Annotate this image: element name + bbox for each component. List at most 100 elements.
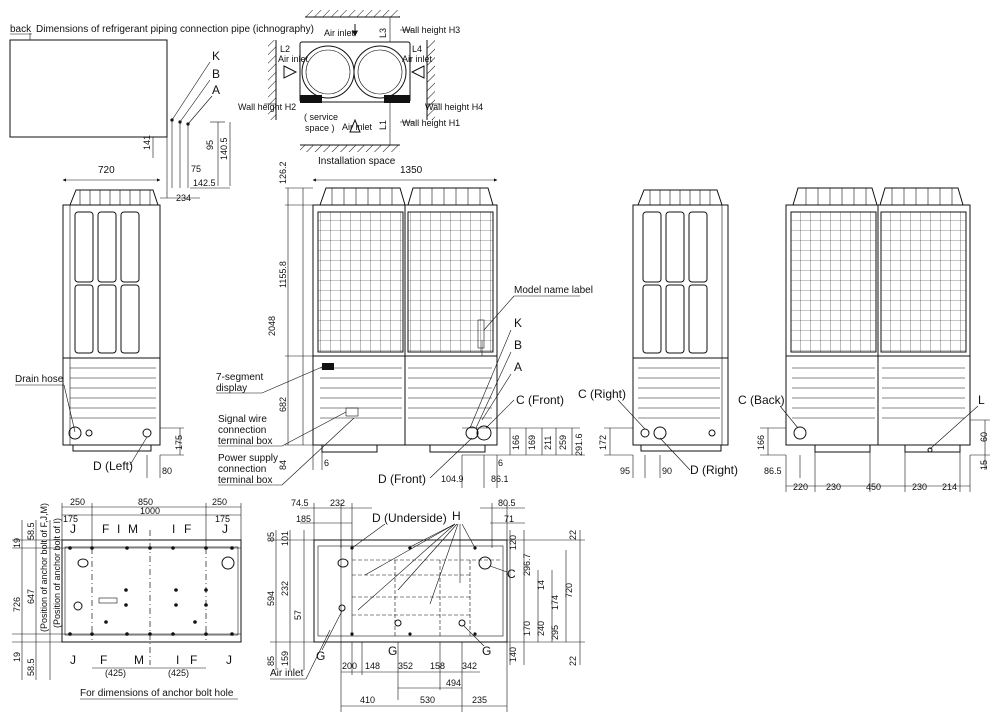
air-inlet-right: Air inlet — [402, 54, 433, 64]
dim-74-5: 74.5 — [291, 498, 309, 508]
label-j-tl: J — [70, 522, 76, 536]
dim-166-back: 166 — [756, 435, 766, 450]
dim-1000: 1000 — [140, 506, 160, 516]
dim-170: 170 — [522, 621, 532, 636]
dim-158: 158 — [430, 661, 445, 671]
dim-200: 200 — [342, 661, 357, 671]
signal-label-3: terminal box — [218, 436, 272, 447]
anchor-bolt-plan: 250 850 250 1000 175 175 J F I M I F J — [12, 497, 242, 700]
model-name-label: Model name label — [514, 285, 593, 296]
dim-95: 95 — [205, 140, 215, 150]
label-m-bl: M — [134, 653, 144, 667]
dim-19-b: 19 — [12, 652, 22, 662]
power-label-1: Power supply — [218, 453, 278, 464]
dim-450: 450 — [866, 482, 881, 492]
drain-hose-label: Drain hose — [15, 374, 64, 385]
dim-14: 14 — [536, 580, 546, 590]
dim-174: 174 — [550, 595, 560, 610]
wall-h1: Wall height H1 — [402, 118, 460, 128]
dim-726: 726 — [12, 597, 22, 612]
dim-259: 259 — [558, 435, 568, 450]
label-i-bl: I — [176, 653, 179, 667]
dim-530: 530 — [420, 695, 435, 705]
wall-h4: Wall height H4 — [425, 102, 483, 112]
dim-2048: 2048 — [267, 316, 277, 336]
dim-594: 594 — [266, 591, 276, 606]
label-k-top: K — [212, 49, 220, 63]
label-a-top: A — [212, 83, 220, 97]
d-right-label: D (Right) — [690, 463, 738, 477]
dim-230-b: 230 — [912, 482, 927, 492]
label-l: L — [978, 393, 985, 407]
dim-126-2: 126.2 — [278, 161, 288, 184]
dim-101: 101 — [280, 531, 290, 546]
dim-214: 214 — [942, 482, 957, 492]
dim-6-front-right: 6 — [498, 458, 503, 468]
segment-label-1: 7-segment — [216, 372, 263, 383]
dim-342: 342 — [462, 661, 477, 671]
dim-95-right: 95 — [620, 466, 630, 476]
anchor-holes — [68, 546, 234, 636]
front-view: 1350 — [216, 161, 593, 488]
label-m-tl: M — [128, 522, 138, 536]
dim-l1: L1 — [378, 120, 388, 130]
dim-85-a: 85 — [266, 532, 276, 542]
dim-175-br: 175 — [215, 514, 230, 524]
wall-h3: Wall height H3 — [402, 25, 460, 35]
dim-80: 80 — [162, 466, 172, 476]
dim-l3: L3 — [378, 28, 388, 38]
underside-plan: 74.5 232 185 80.5 71 D (Underside) H — [266, 498, 585, 712]
dim-410: 410 — [360, 695, 375, 705]
dim-211: 211 — [543, 436, 553, 450]
dim-148: 148 — [365, 661, 380, 671]
label-h: H — [452, 509, 461, 523]
dim-232-top: 232 — [330, 498, 345, 508]
dim-494: 494 — [446, 678, 461, 688]
label-i-tl: I — [117, 522, 120, 536]
dim-425-a: (425) — [105, 668, 126, 678]
dim-1350: 1350 — [400, 165, 423, 176]
service-space-2: space ) — [305, 123, 335, 133]
dim-352: 352 — [398, 661, 413, 671]
left-louvers — [70, 367, 156, 419]
anchor-pos-fjm: (Position of anchor bolt of F,J,M) — [39, 503, 49, 632]
dim-647: 647 — [26, 589, 36, 604]
signal-label-2: connection — [218, 425, 266, 436]
dim-58-5-a: 58.5 — [26, 522, 36, 540]
dim-142-5: 142.5 — [193, 178, 216, 188]
dim-58-5-b: 58.5 — [26, 658, 36, 676]
power-label-3: terminal box — [218, 475, 272, 486]
front-louvers — [320, 367, 492, 419]
piping-title: Dimensions of refrigerant piping connect… — [36, 24, 314, 35]
segment-label-2: display — [216, 383, 247, 394]
dim-220: 220 — [793, 482, 808, 492]
signal-label-1: Signal wire — [218, 414, 267, 425]
dim-22-a: 22 — [568, 530, 578, 540]
service-space-1: ( service — [304, 112, 338, 122]
dim-240: 240 — [536, 621, 546, 636]
dim-296-7: 296.7 — [522, 553, 532, 576]
dim-22-b: 22 — [568, 656, 578, 666]
dim-159: 159 — [280, 651, 290, 666]
c-front-label: C (Front) — [516, 393, 564, 407]
dim-140: 140 — [508, 647, 518, 662]
dim-185: 185 — [296, 514, 311, 524]
air-inlet-bottom: Air inlet — [342, 122, 373, 132]
dim-232-left: 232 — [280, 581, 290, 596]
label-f-bl: F — [100, 653, 107, 667]
power-label-2: connection — [218, 464, 266, 475]
dim-425-b: (425) — [168, 668, 189, 678]
dim-175-bl: 175 — [63, 514, 78, 524]
dim-250-b: 250 — [212, 497, 227, 507]
dim-15: 15 — [979, 460, 989, 470]
air-inlet-top: Air inlet — [324, 28, 355, 38]
dim-l2: L2 — [280, 44, 290, 54]
anchor-pos-i: (Position of anchor bolt of I) — [52, 518, 62, 628]
dim-104-9: 104.9 — [441, 474, 464, 484]
piping-connection-view: back Dimensions of refrigerant piping co… — [9, 24, 314, 203]
dim-295: 295 — [550, 625, 560, 640]
dim-682: 682 — [278, 397, 288, 412]
wall-h2: Wall height H2 — [238, 102, 296, 112]
